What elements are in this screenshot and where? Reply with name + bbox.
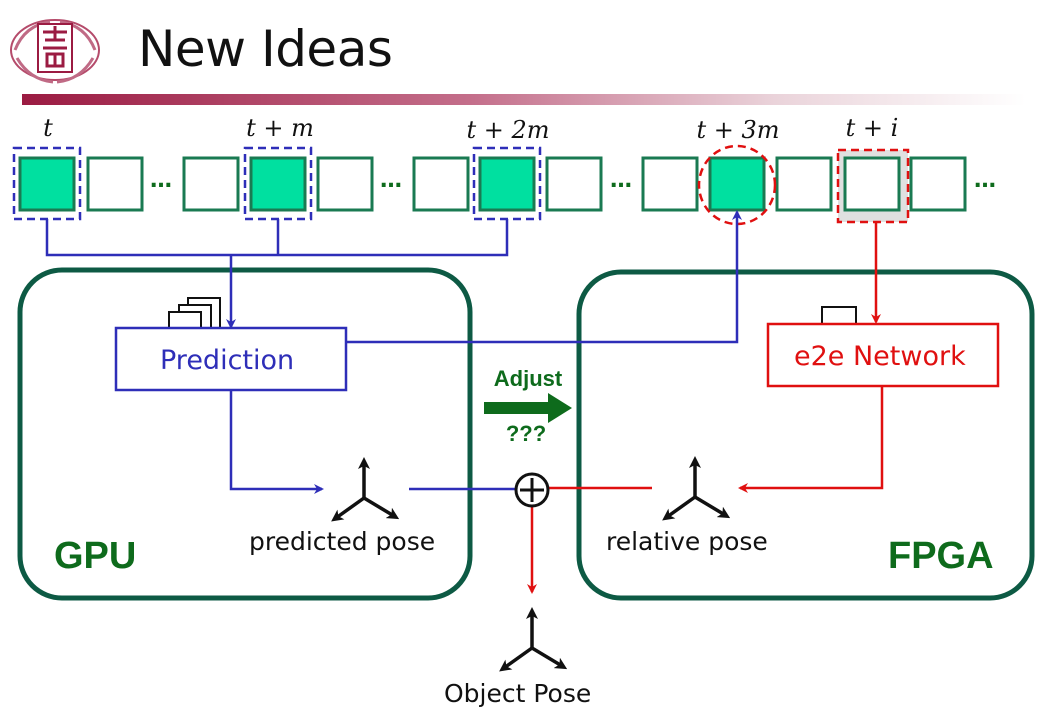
frame xyxy=(641,156,699,212)
frame xyxy=(316,156,374,212)
keyframe xyxy=(18,156,76,212)
predicted-pose-icon xyxy=(331,457,400,522)
timeline-ellipsis: … xyxy=(974,168,996,193)
fpga-panel-label: FPGA xyxy=(888,535,994,577)
frame-sequence xyxy=(18,150,967,222)
keyframe xyxy=(478,156,536,212)
e2e-network-label: e2e Network xyxy=(794,341,966,372)
timeline-ellipsis: … xyxy=(610,168,632,193)
combine-operator xyxy=(514,472,550,508)
frame xyxy=(182,156,240,212)
current-frame xyxy=(843,156,901,212)
timeline-ellipsis: … xyxy=(380,168,402,193)
university-logo xyxy=(10,19,100,84)
object-pose-label: Object Pose xyxy=(444,679,592,708)
relative-pose-label: relative pose xyxy=(606,527,768,556)
timeline-label-t-plus-i: t + i xyxy=(845,114,899,142)
timeline-label-t-plus-3m: t + 3m xyxy=(696,116,780,144)
timeline-label-t: t xyxy=(43,114,53,142)
frame xyxy=(909,156,967,212)
predicted-keyframe xyxy=(708,156,766,212)
timeline-ellipsis: … xyxy=(150,168,172,193)
timeline-label-t-plus-2m: t + 2m xyxy=(466,116,550,144)
fpga-flow xyxy=(527,222,884,594)
title-underline xyxy=(22,94,1026,105)
keyframe xyxy=(249,156,307,212)
adjust-arrow xyxy=(484,393,572,423)
e2e-network-box xyxy=(766,322,1000,388)
relative-pose-icon xyxy=(662,456,731,521)
frame xyxy=(775,156,833,212)
fpga-panel xyxy=(576,269,1035,601)
prediction-label: Prediction xyxy=(160,345,295,376)
adjust-label: Adjust xyxy=(493,366,563,391)
frame xyxy=(86,156,144,212)
frame xyxy=(545,156,603,212)
gpu-flow xyxy=(45,210,742,494)
prediction-box xyxy=(114,326,348,392)
predicted-frame-marker xyxy=(697,144,777,226)
predicted-pose-label: predicted pose xyxy=(249,527,436,556)
gpu-panel-label: GPU xyxy=(54,535,137,577)
frame xyxy=(412,156,470,212)
object-pose-icon xyxy=(499,607,568,672)
gpu-panel xyxy=(17,267,473,601)
current-frame-selector xyxy=(836,148,910,224)
adjust-unknown-label: ??? xyxy=(505,421,547,446)
slide-title: New Ideas xyxy=(138,20,393,78)
timeline-label-t-plus-m: t + m xyxy=(246,114,314,142)
